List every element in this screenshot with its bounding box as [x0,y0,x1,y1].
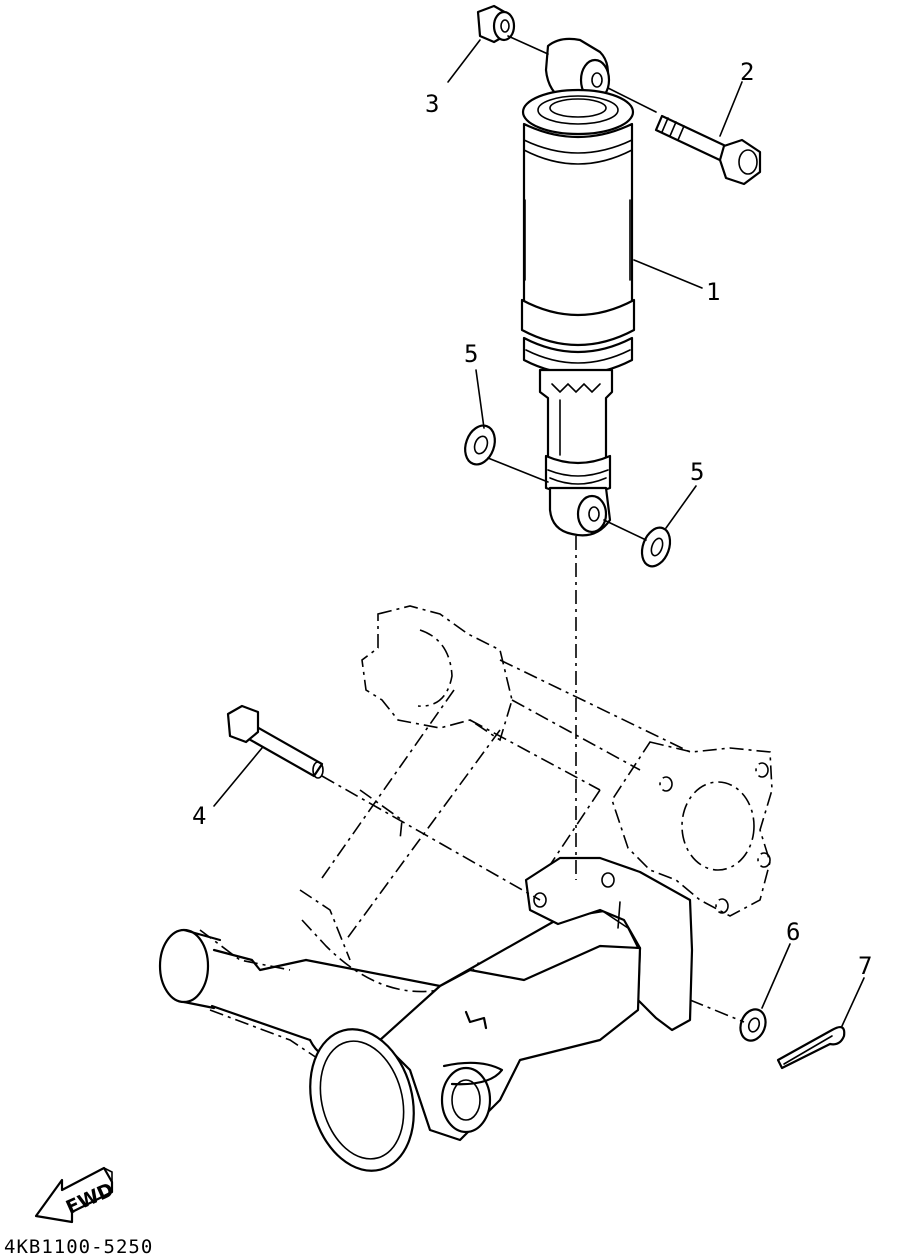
fwd-arrow: FWD [34,1166,117,1224]
part-7-cotter-pin [776,1026,846,1070]
callout-2: 2 [740,58,754,86]
callout-4: 4 [192,802,206,830]
part-5-washer-left [464,424,496,466]
diagram-code: 4KB1100-5250 [4,1236,154,1258]
part-3-nut [476,4,516,44]
callout-5-left: 5 [464,340,478,368]
callout-5-right: 5 [690,458,704,486]
callout-7: 7 [858,952,872,980]
part-6-washer [739,1008,767,1042]
part-4-bolt [226,704,324,779]
rear-arm-assembly [158,605,773,1172]
callout-3: 3 [425,90,439,118]
alignment-lines [321,35,745,1023]
part-1-shock-absorber [520,37,636,537]
callout-labels: 3 2 1 5 5 4 6 7 [192,58,872,980]
part-5-washer-right [640,526,672,568]
callout-leaders [213,39,865,1027]
callout-6: 6 [786,918,800,946]
callout-1: 1 [706,278,720,306]
part-2-bolt [654,114,762,186]
